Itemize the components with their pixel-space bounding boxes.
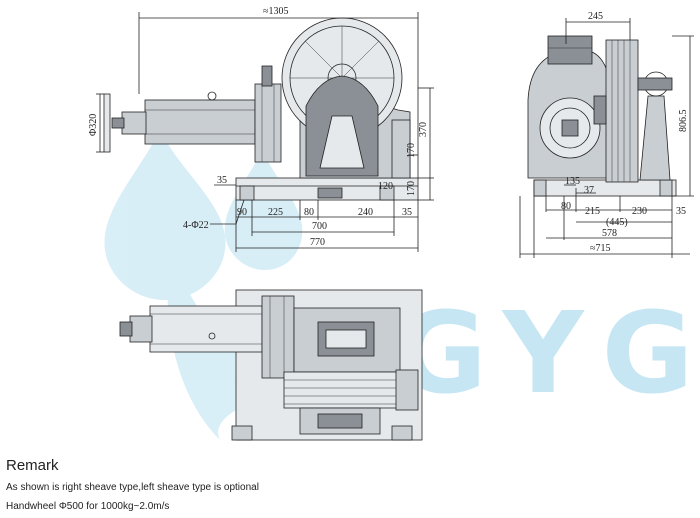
dim-base-225: 225 [268,207,283,218]
remark-line-2: Handwheel Φ500 for 1000kg~2.0m/s [6,501,170,512]
front-end-flange [103,93,111,153]
front-dimensions: ≈1305 Φ320 370 170 170 120 35 4-Φ22 90 2… [88,6,434,252]
dim-base-80: 80 [304,207,314,218]
dim-base-240: 240 [358,207,373,218]
plan-sheave [283,371,417,409]
dim-side-37: 37 [584,185,594,196]
side-base [533,179,677,197]
watermark: GYG [104,130,700,440]
watermark-drop-icon [104,130,320,440]
remark-title: Remark [6,457,59,474]
dim-overall-length: ≈1305 [263,6,289,17]
side-sheave [605,39,639,183]
dim-sheave-width: 245 [588,11,603,22]
dim-base-700: 700 [312,221,327,232]
side-dimensions: 245 806.5 135 37 80 215 230 35 (445) 578… [519,11,694,258]
dim-side-135: 135 [565,176,580,187]
dim-side-35: 35 [676,206,686,217]
remark-line-1: As shown is right sheave type,left sheav… [6,482,259,493]
plan-motor [149,305,263,353]
watermark-text: GYG [395,289,700,419]
dim-base-90: 90 [237,207,247,218]
plan-brake [261,295,295,379]
front-view [103,17,419,201]
dim-side-230: 230 [632,206,647,217]
dim-left-35: 35 [217,175,227,186]
dim-side-445: (445) [606,217,628,228]
dim-side-715: ≈715 [590,243,611,254]
dim-base-770: 770 [310,237,325,248]
plan-view [119,289,423,441]
dim-height-170-upper: 170 [406,143,417,158]
side-view [527,35,677,197]
dim-overall-height: 806.5 [678,110,689,133]
side-outboard-support [639,95,671,181]
dim-side-215: 215 [585,206,600,217]
dim-motor-dia: Φ320 [88,114,99,136]
dim-height-370: 370 [418,122,429,137]
dim-height-120: 120 [378,181,393,192]
dim-side-578: 578 [602,228,617,239]
front-brake [254,83,282,163]
dim-base-35: 35 [402,207,412,218]
dim-height-170-lower: 170 [406,181,417,196]
front-motor [144,99,256,145]
dim-holes: 4-Φ22 [183,220,209,231]
dim-side-80: 80 [561,201,571,212]
